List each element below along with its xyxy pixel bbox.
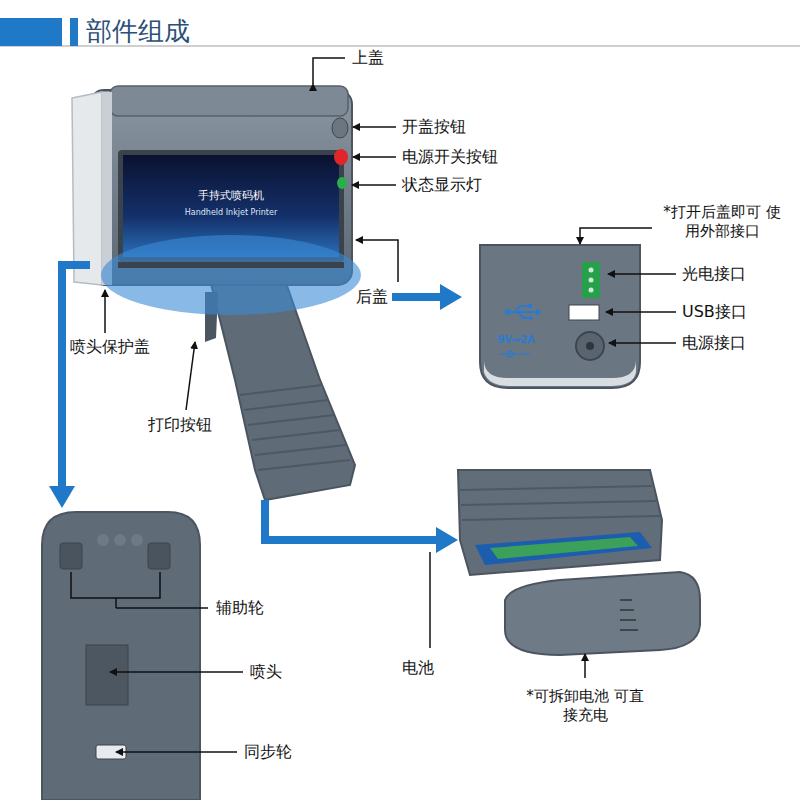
part-label: 喷头 bbox=[250, 662, 282, 682]
part-label: 开盖按钮 bbox=[402, 117, 466, 137]
part-label: 喷头保护盖 bbox=[70, 337, 150, 357]
screen-text: Handheld Inkjet Printer bbox=[185, 208, 277, 218]
part-label: USB接口 bbox=[682, 302, 747, 322]
part-label: 同步轮 bbox=[244, 742, 292, 762]
part-label: 光电接口 bbox=[682, 264, 746, 284]
note: *打开后盖即可 使用外部接口 bbox=[657, 203, 787, 241]
part-label: 上盖 bbox=[352, 48, 384, 68]
part-label: 打印按钮 bbox=[148, 415, 212, 435]
part-label: 后盖 bbox=[356, 287, 388, 307]
part-label: 状态显示灯 bbox=[402, 175, 482, 195]
rating-mark: 9V⎓2A bbox=[497, 334, 534, 347]
part-label: 电池 bbox=[402, 658, 434, 678]
part-label: 电源接口 bbox=[682, 333, 746, 353]
part-label: 电源开关按钮 bbox=[402, 147, 498, 167]
note: *可拆卸电池 可直接充电 bbox=[525, 687, 645, 725]
screen-text: 手持式喷码机 bbox=[198, 189, 264, 203]
page-title: 部件组成 bbox=[86, 15, 190, 48]
part-label: 辅助轮 bbox=[216, 598, 264, 618]
